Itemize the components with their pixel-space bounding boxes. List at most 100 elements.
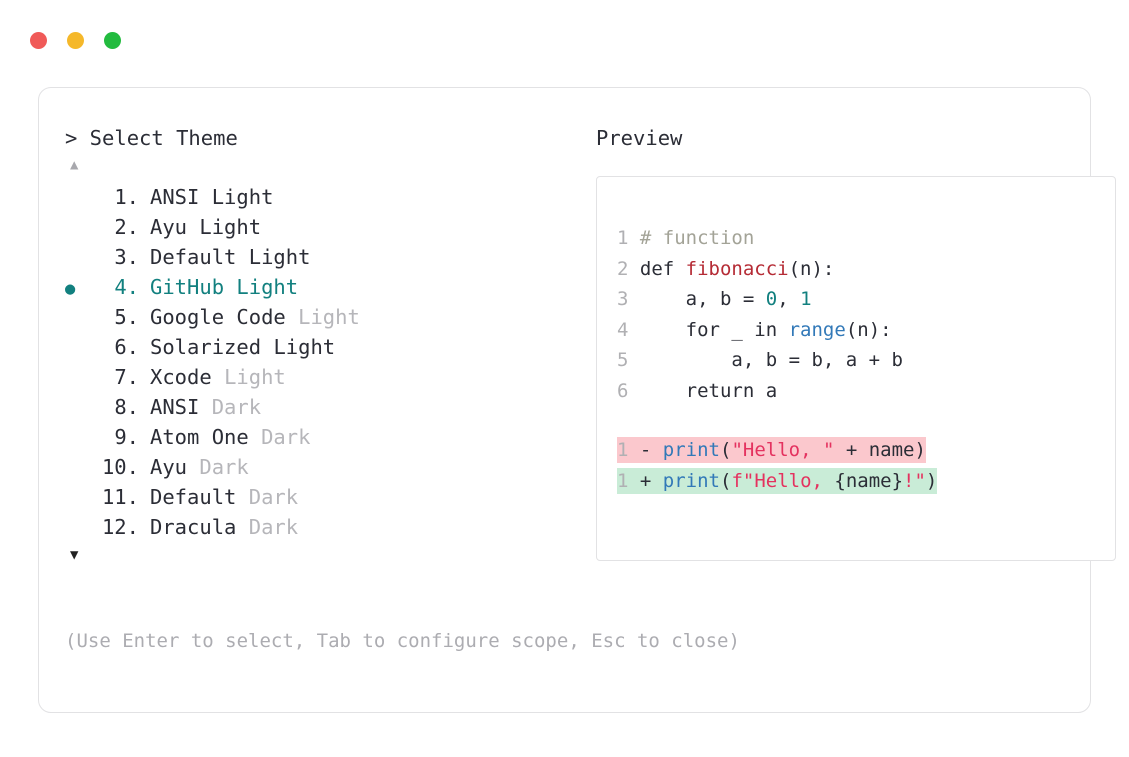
- theme-item-variant: Dark: [261, 425, 311, 449]
- theme-list-item[interactable]: 3.Default Light: [65, 242, 549, 272]
- theme-item-number: 8.: [114, 395, 139, 419]
- code-token: a, b =: [639, 288, 766, 310]
- diff-line-number: 1: [617, 469, 640, 492]
- theme-item-number: 12.: [101, 515, 139, 539]
- line-number: 5: [617, 349, 640, 371]
- window-traffic-lights: [30, 32, 121, 49]
- bullet-placeholder: [65, 484, 93, 514]
- code-line: 3 a, b = 0, 1: [617, 284, 1115, 315]
- theme-item-variant: Light: [224, 365, 286, 389]
- minimize-window-button[interactable]: [67, 32, 84, 49]
- theme-item-label: ANSI Dark: [139, 392, 261, 422]
- line-number: 6: [617, 379, 640, 402]
- theme-list-item[interactable]: 8.ANSI Dark: [65, 392, 549, 422]
- line-number: 4: [617, 318, 640, 341]
- code-token: f"Hello,: [731, 469, 835, 492]
- code-token: a, b = b, a + b: [639, 349, 903, 371]
- code-token: (: [719, 439, 732, 461]
- theme-item-variant: Light: [211, 185, 274, 209]
- code-token: for _ in: [639, 318, 789, 341]
- preview-label: Preview: [596, 126, 683, 150]
- bullet-placeholder: [65, 184, 93, 214]
- diff-line-number: 1: [617, 439, 640, 461]
- theme-item-label: GitHub Light: [139, 272, 298, 302]
- theme-item-name: GitHub: [150, 275, 225, 299]
- theme-item-variant: Dark: [199, 455, 249, 479]
- code-token: fibonacci: [685, 257, 789, 280]
- theme-list-item[interactable]: 5.Google Code Light: [65, 302, 549, 332]
- theme-list-item[interactable]: 10.Ayu Dark: [65, 452, 549, 482]
- diff-removed-line: 1 - print("Hello, " + name): [617, 435, 1115, 466]
- code-token: !": [903, 469, 926, 492]
- theme-item-name: ANSI: [150, 185, 200, 209]
- code-token: 1: [800, 288, 812, 310]
- theme-item-variant: Light: [248, 245, 311, 269]
- bullet-placeholder: [65, 394, 93, 424]
- theme-item-label: ANSI Light: [139, 182, 273, 212]
- code-token: (n):: [845, 318, 892, 341]
- theme-item-label: Dracula Dark: [139, 512, 298, 542]
- theme-item-space: [199, 395, 211, 419]
- theme-item-name: Google Code: [150, 305, 286, 329]
- bullet-placeholder: [65, 424, 93, 454]
- theme-list-item[interactable]: 1.ANSI Light: [65, 182, 549, 212]
- code-token: + name): [834, 439, 926, 461]
- theme-item-name: Ayu: [150, 455, 188, 479]
- theme-list-item[interactable]: ●4.GitHub Light: [65, 272, 549, 302]
- theme-list-item[interactable]: 6. Solarized Light: [65, 332, 549, 362]
- theme-item-space: [261, 335, 273, 359]
- theme-list-item[interactable]: 7. Xcode Light: [65, 362, 549, 392]
- theme-list-item[interactable]: 9.Atom One Dark: [65, 422, 549, 452]
- theme-list-item[interactable]: 12.Dracula Dark: [65, 512, 549, 542]
- theme-list-item[interactable]: 2.Ayu Light: [65, 212, 549, 242]
- theme-item-name: Xcode: [150, 365, 212, 389]
- code-token: print: [662, 469, 720, 492]
- theme-item-variant: Dark: [211, 395, 262, 419]
- code-token: {name}: [834, 469, 904, 492]
- code-token: print: [662, 439, 720, 461]
- theme-picker-card: > Select Theme ▲ 1.ANSI Light 2.Ayu Ligh…: [38, 87, 1116, 713]
- scroll-down-icon[interactable]: ▼: [70, 547, 79, 563]
- bullet-placeholder: [65, 244, 93, 274]
- line-number: 2: [617, 257, 640, 280]
- theme-item-name: Dracula: [150, 515, 237, 539]
- line-number: 3: [617, 288, 640, 310]
- theme-list[interactable]: 1.ANSI Light 2.Ayu Light 3.Default Light…: [65, 182, 549, 542]
- theme-item-number: 6.: [114, 335, 139, 359]
- theme-item-variant: Dark: [248, 485, 299, 509]
- bullet-placeholder: [65, 364, 93, 394]
- theme-item-number: 9.: [114, 425, 139, 449]
- theme-item-space: [236, 245, 248, 269]
- diff-marker: -: [639, 439, 663, 461]
- diff-marker: +: [639, 469, 663, 492]
- theme-item-label: Ayu Light: [139, 212, 261, 242]
- code-token: # function: [639, 227, 755, 249]
- theme-item-label: Default Dark: [139, 482, 298, 512]
- theme-item-variant: Dark: [248, 515, 299, 539]
- code-line: 2 def fibonacci(n):: [617, 254, 1115, 285]
- close-window-button[interactable]: [30, 32, 47, 49]
- code-line: 1 # function: [617, 223, 1115, 254]
- theme-item-label: Atom One Dark: [139, 422, 310, 452]
- code-token: (: [719, 469, 732, 492]
- theme-item-number: 7.: [114, 365, 139, 389]
- theme-item-number: 1.: [114, 185, 139, 209]
- diff-highlight: 1 + print(f"Hello, {name}!"): [617, 467, 938, 494]
- theme-item-variant: Light: [273, 335, 336, 359]
- theme-item-space: [199, 185, 211, 209]
- code-token: return a: [639, 379, 778, 402]
- line-number: 1: [617, 227, 640, 249]
- theme-item-variant: Light: [199, 215, 262, 239]
- theme-selector-column: > Select Theme ▲ 1.ANSI Light 2.Ayu Ligh…: [65, 124, 549, 568]
- theme-list-item[interactable]: 11.Default Dark: [65, 482, 549, 512]
- maximize-window-button[interactable]: [104, 32, 121, 49]
- theme-item-space: [249, 425, 261, 449]
- diff-added-line: 1 + print(f"Hello, {name}!"): [617, 466, 1115, 497]
- theme-item-label: Ayu Dark: [139, 452, 249, 482]
- scroll-up-icon[interactable]: ▲: [70, 157, 79, 173]
- theme-item-number: 2.: [114, 215, 139, 239]
- theme-item-name: Solarized: [150, 335, 262, 359]
- theme-item-name: Ayu: [150, 215, 188, 239]
